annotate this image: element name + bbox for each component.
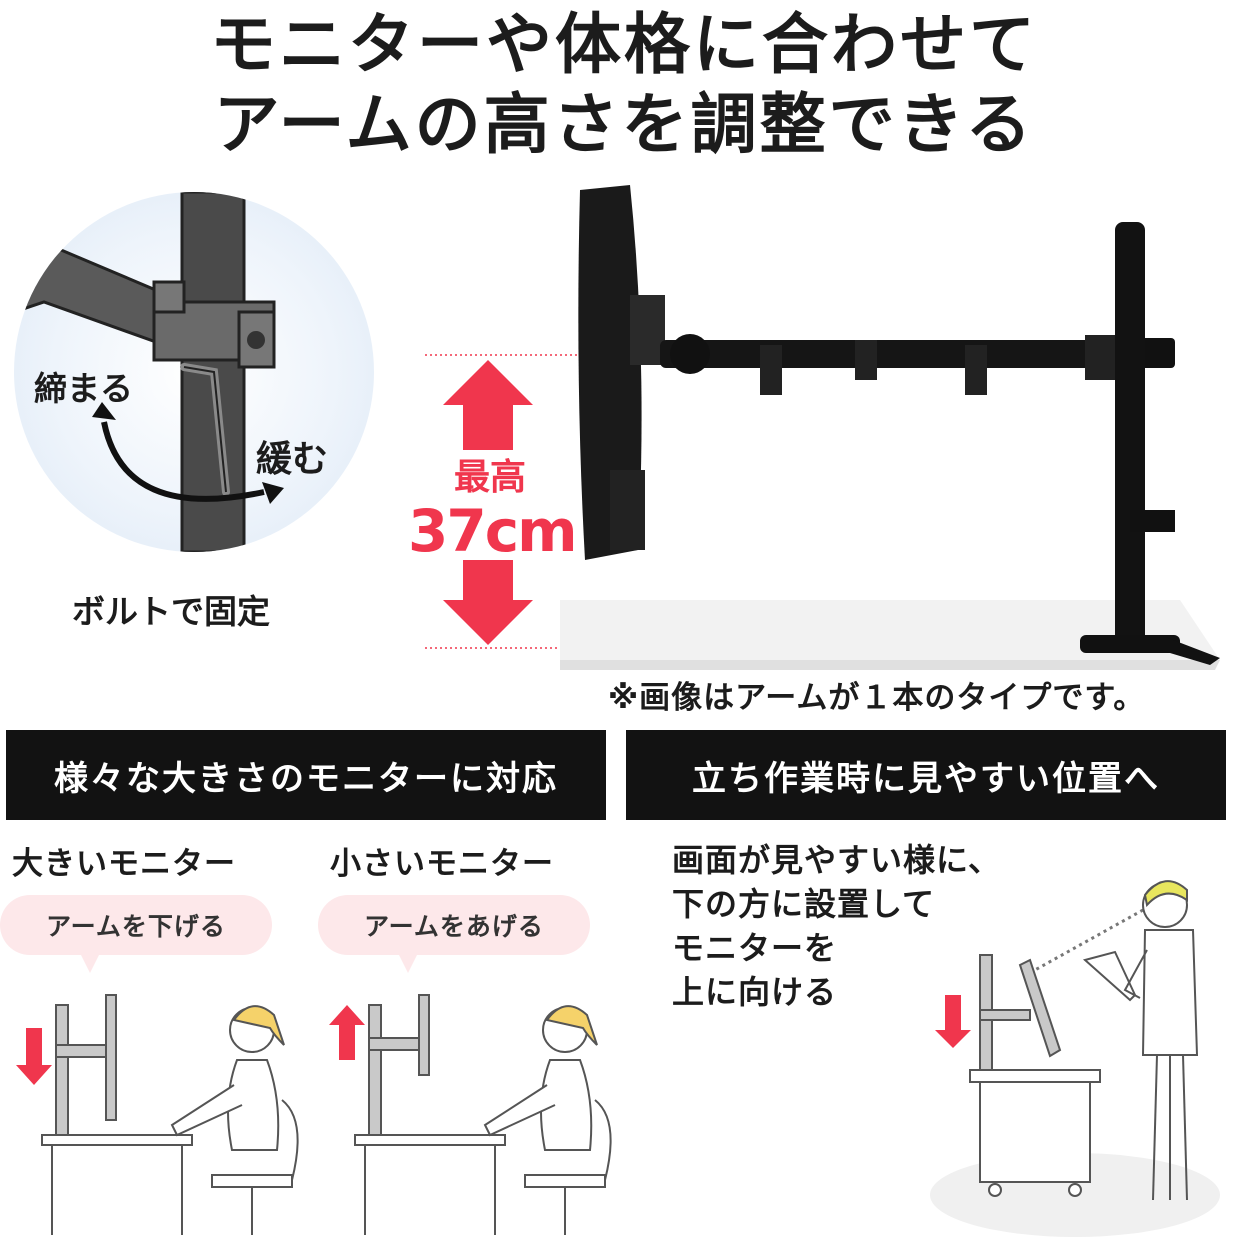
small-monitor-scene	[329, 994, 612, 1235]
large-monitor-scene	[16, 994, 299, 1235]
description-line-4: 上に向ける	[672, 973, 838, 1011]
standing-scene	[930, 880, 1220, 1237]
monitor-arm-photo	[560, 185, 1220, 670]
bolt-clamp-illustration	[14, 192, 284, 552]
arrow-down-icon	[443, 560, 533, 645]
bolt-caption: ボルトで固定	[72, 592, 270, 631]
headline-line-1: モニターや体格に合わせて	[210, 6, 1038, 83]
headline-line-2: アームの高さを調整できる	[213, 86, 1035, 163]
single-arm-note: ※画像はアームが１本のタイプです。	[608, 680, 1146, 716]
left-section-band: 様々な大きさのモニターに対応	[6, 730, 606, 820]
height-indicator	[425, 354, 595, 649]
description-line-2: 下の方に設置して	[672, 885, 936, 923]
arrow-up-icon	[329, 1005, 365, 1060]
lower-arm-bubble: アームを下げる	[0, 895, 272, 973]
description-line-3: モニターを	[672, 929, 838, 967]
tighten-label: 締まる	[34, 369, 133, 408]
small-monitor-heading: 小さいモニター	[330, 846, 554, 882]
arrow-up-icon	[443, 360, 533, 450]
description-line-1: 画面が見やすい様に、	[672, 841, 1002, 879]
loosen-label: 緩む	[256, 439, 329, 480]
raise-arm-bubble: アームをあげる	[318, 895, 590, 973]
right-section-band: 立ち作業時に見やすい位置へ	[626, 730, 1226, 820]
standing-description: 画面が見やすい様に、 下の方に設置して モニターを 上に向ける	[672, 838, 1001, 1014]
large-monitor-heading: 大きいモニター	[12, 846, 236, 882]
bolt-detail-circle	[14, 192, 374, 552]
height-value: 37cm	[408, 497, 578, 565]
arrow-down-icon	[935, 995, 971, 1048]
arrow-down-icon	[16, 1028, 52, 1085]
height-max-label: 最高	[453, 457, 526, 498]
